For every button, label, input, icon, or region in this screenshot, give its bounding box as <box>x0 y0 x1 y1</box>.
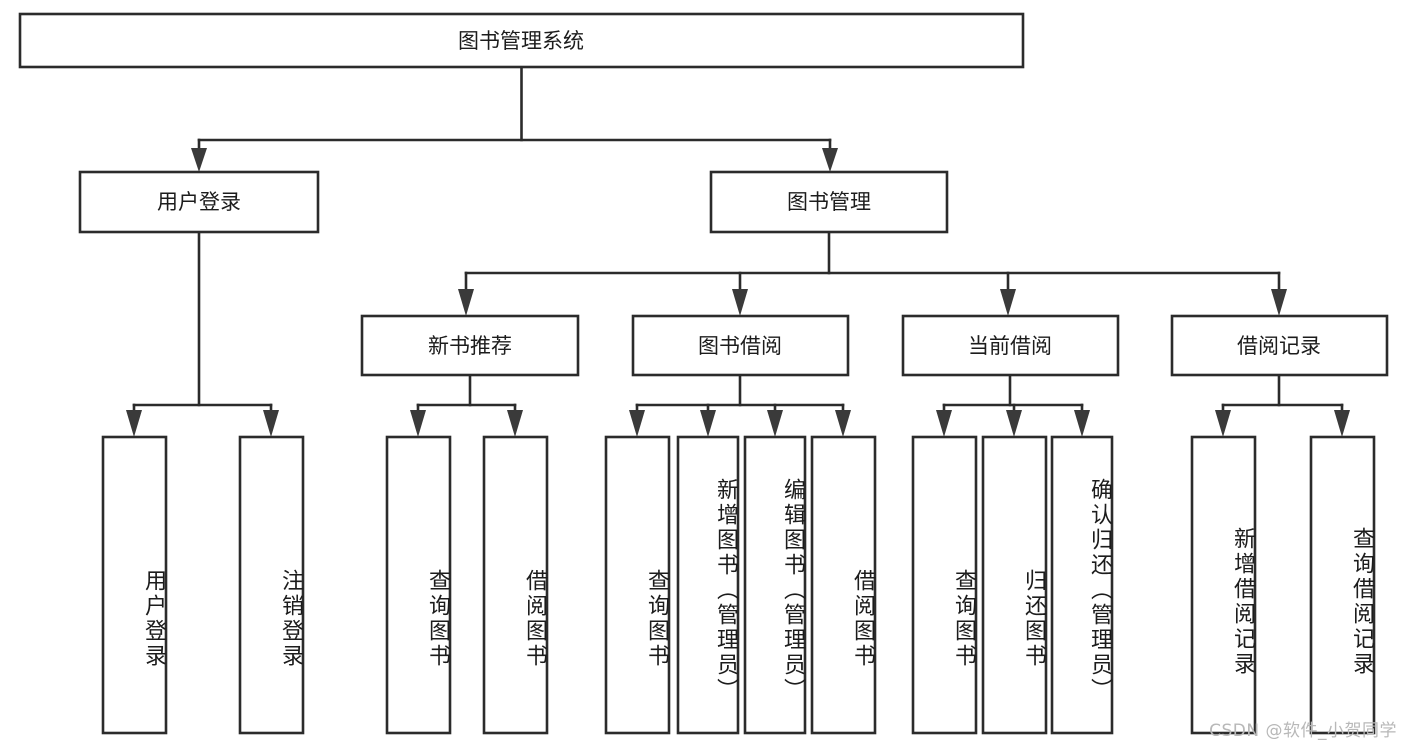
node-borrow-record-box[interactable] <box>1170 314 1389 377</box>
node-current-borrow-label: 当前借阅 <box>968 334 1052 358</box>
node-book-manage-label: 图书管理 <box>787 190 871 214</box>
node-root[interactable]: 图书管理系统 <box>18 12 1025 69</box>
arrow-head-user-login <box>191 148 207 172</box>
arrow-head-leaf-add-borrow-record <box>1215 410 1231 437</box>
arrow-head-leaf-borrow-book-rec <box>507 410 523 437</box>
connector-group-userlogin-to-leaves <box>126 230 279 437</box>
connector-group-bookmanage-to-level3 <box>458 230 1287 316</box>
arrow-head-leaf-user-login <box>126 410 142 437</box>
arrow-head-leaf-edit-book-admin <box>767 410 783 437</box>
node-root-label: 图书管理系统 <box>458 29 584 53</box>
arrow-head-leaf-query-book-borrow <box>629 410 645 437</box>
arrow-head-borrow-record <box>1271 289 1287 316</box>
node-leaf-query-borrow-record-box[interactable] <box>1309 435 1376 735</box>
arrow-head-leaf-confirm-return-admin <box>1074 410 1090 437</box>
connector-group-borrowrecord-to-leaves <box>1215 373 1350 437</box>
arrow-head-leaf-return-book <box>1006 410 1022 437</box>
arrow-head-leaf-logout-login <box>263 410 279 437</box>
node-current-borrow[interactable]: 当前借阅 <box>901 314 1120 377</box>
arrow-head-new-book-recommend <box>458 289 474 316</box>
node-new-book-recommend-box[interactable] <box>360 314 580 377</box>
node-book-borrow-box[interactable] <box>631 314 850 377</box>
leaf-boxes <box>101 435 1376 735</box>
arrow-head-book-borrow <box>732 289 748 316</box>
arrow-head-leaf-query-book-current <box>936 410 952 437</box>
node-leaf-query-book-current-box[interactable] <box>911 435 978 735</box>
arrow-head-leaf-add-book-admin <box>700 410 716 437</box>
arrow-head-leaf-query-book-rec <box>410 410 426 437</box>
node-leaf-query-book-borrow-box[interactable] <box>604 435 671 735</box>
node-new-book-recommend-label: 新书推荐 <box>428 334 512 358</box>
node-root-box[interactable] <box>18 12 1025 69</box>
arrow-head-current-borrow <box>1000 289 1016 316</box>
connector-group-currentborrow-to-leaves <box>936 373 1090 437</box>
connector-group-newbook-to-leaves <box>410 373 523 437</box>
connector-group-bookborrow-to-leaves <box>629 373 851 437</box>
node-leaf-query-book-rec-box[interactable] <box>385 435 452 735</box>
node-leaf-logout-login-box[interactable] <box>238 435 305 735</box>
node-borrow-record[interactable]: 借阅记录 <box>1170 314 1389 377</box>
node-leaf-confirm-return-admin-box[interactable] <box>1050 435 1114 735</box>
connector-group-root-to-level2 <box>191 65 838 172</box>
arrow-head-book-manage <box>822 148 838 172</box>
node-borrow-record-label: 借阅记录 <box>1237 334 1321 358</box>
node-leaf-borrow-book-box[interactable] <box>810 435 877 735</box>
node-user-login[interactable]: 用户登录 <box>78 170 320 234</box>
arrow-head-leaf-query-borrow-record <box>1334 410 1350 437</box>
node-leaf-return-book-box[interactable] <box>981 435 1048 735</box>
arrow-head-leaf-borrow-book <box>835 410 851 437</box>
watermark-text: CSDN @软件_小贺同学 <box>1209 721 1397 741</box>
node-book-manage[interactable]: 图书管理 <box>709 170 949 234</box>
node-leaf-borrow-book-rec-box[interactable] <box>482 435 549 735</box>
node-leaf-edit-book-admin-box[interactable] <box>743 435 807 735</box>
node-new-book-recommend[interactable]: 新书推荐 <box>360 314 580 377</box>
node-current-borrow-box[interactable] <box>901 314 1120 377</box>
node-user-login-label: 用户登录 <box>157 190 241 214</box>
node-user-login-box[interactable] <box>78 170 320 234</box>
node-book-borrow-label: 图书借阅 <box>698 334 782 358</box>
node-leaf-add-book-admin-box[interactable] <box>676 435 740 735</box>
node-book-borrow[interactable]: 图书借阅 <box>631 314 850 377</box>
node-leaf-user-login-box[interactable] <box>101 435 168 735</box>
node-leaf-add-borrow-record-box[interactable] <box>1190 435 1257 735</box>
node-book-manage-box[interactable] <box>709 170 949 234</box>
